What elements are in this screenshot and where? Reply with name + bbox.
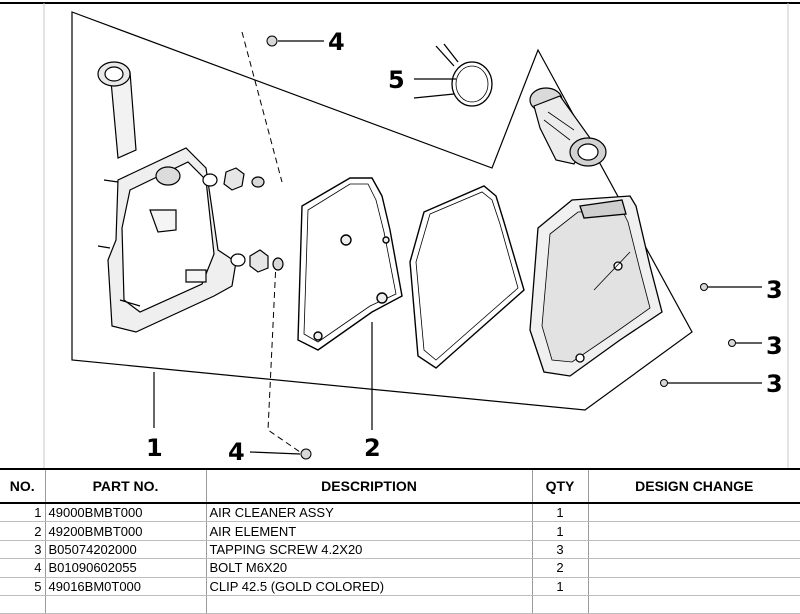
- cell-design-change: [587, 540, 800, 560]
- cell-description: CLIP 42.5 (GOLD COLORED): [205, 577, 532, 596]
- table-row: 2 49200BMBT000 AIR ELEMENT 1: [0, 521, 800, 541]
- cell-design-change: [587, 595, 800, 614]
- cell-description: AIR CLEANER ASSY: [205, 503, 532, 523]
- cell-qty: 1: [531, 577, 588, 596]
- cell-no: [0, 595, 45, 614]
- cell-no: 5: [0, 577, 45, 596]
- assembly-outline: [71, 11, 693, 411]
- header-qty: QTY: [531, 468, 588, 504]
- cell-qty: 1: [531, 503, 588, 523]
- intake-duct: [529, 87, 607, 167]
- cell-part-no: B05074202000: [44, 540, 206, 560]
- header-no: NO.: [0, 468, 45, 504]
- cell-no: 3: [0, 540, 45, 560]
- cell-description: AIR ELEMENT: [205, 521, 532, 541]
- table-row: 4 B01090602055 BOLT M6X20 2: [0, 558, 800, 578]
- cell-no: 2: [0, 521, 45, 541]
- callout-2: 2: [364, 434, 381, 462]
- clip: [413, 43, 493, 107]
- callout-4-bottom: 4: [228, 438, 245, 466]
- cell-design-change: [587, 503, 800, 523]
- cell-qty: 3: [531, 540, 588, 560]
- table-row: 5 49016BM0T000 CLIP 42.5 (GOLD COLORED) …: [0, 577, 800, 596]
- cell-no: 1: [0, 503, 45, 523]
- case-hardware: [223, 167, 284, 273]
- callout-5: 5: [388, 66, 405, 94]
- callout-3-lower: 3: [766, 370, 783, 398]
- bolts: [266, 35, 312, 460]
- leader-lines: [153, 40, 762, 455]
- table-row: 1 49000BMBT000 AIR CLEANER ASSY 1: [0, 503, 800, 523]
- parts-table: NO. PART NO. DESCRIPTION QTY DESIGN CHAN…: [0, 468, 800, 614]
- cell-description: BOLT M6X20: [205, 558, 532, 578]
- header-design-change: DESIGN CHANGE: [587, 468, 800, 504]
- cell-part-no: [44, 595, 206, 614]
- cell-no: 4: [0, 558, 45, 578]
- callout-3-upper: 3: [766, 276, 783, 304]
- header-part-no: PART NO.: [44, 468, 206, 504]
- cell-design-change: [587, 521, 800, 541]
- alignment-line-bottom: [267, 261, 301, 453]
- alignment-line-top: [241, 31, 283, 183]
- cell-design-change: [587, 558, 800, 578]
- cell-part-no: 49016BM0T000: [44, 577, 206, 596]
- cell-part-no: 49000BMBT000: [44, 503, 206, 523]
- cell-qty: [531, 595, 588, 614]
- cell-design-change: [587, 577, 800, 596]
- cell-part-no: 49200BMBT000: [44, 521, 206, 541]
- table-row-empty: [0, 595, 800, 614]
- cell-qty: 2: [531, 558, 588, 578]
- table-header-row: NO. PART NO. DESCRIPTION QTY DESIGN CHAN…: [0, 468, 800, 504]
- callout-3-middle: 3: [766, 332, 783, 360]
- air-cleaner-cover: [529, 195, 663, 377]
- cell-qty: 1: [531, 521, 588, 541]
- table-row: 3 B05074202000 TAPPING SCREW 4.2X20 3: [0, 540, 800, 560]
- exploded-parts-diagram: 4 5 3 3 3 1 2 4: [71, 11, 783, 466]
- air-cleaner-case: [97, 61, 246, 333]
- header-description: DESCRIPTION: [205, 468, 532, 504]
- cell-part-no: B01090602055: [44, 558, 206, 578]
- callout-1: 1: [146, 434, 163, 462]
- callout-4-top: 4: [328, 28, 345, 56]
- tapping-screws: [660, 283, 736, 387]
- element-gasket: [409, 185, 525, 369]
- cell-description: TAPPING SCREW 4.2X20: [205, 540, 532, 560]
- cell-description: [205, 595, 532, 614]
- air-element: [297, 177, 403, 351]
